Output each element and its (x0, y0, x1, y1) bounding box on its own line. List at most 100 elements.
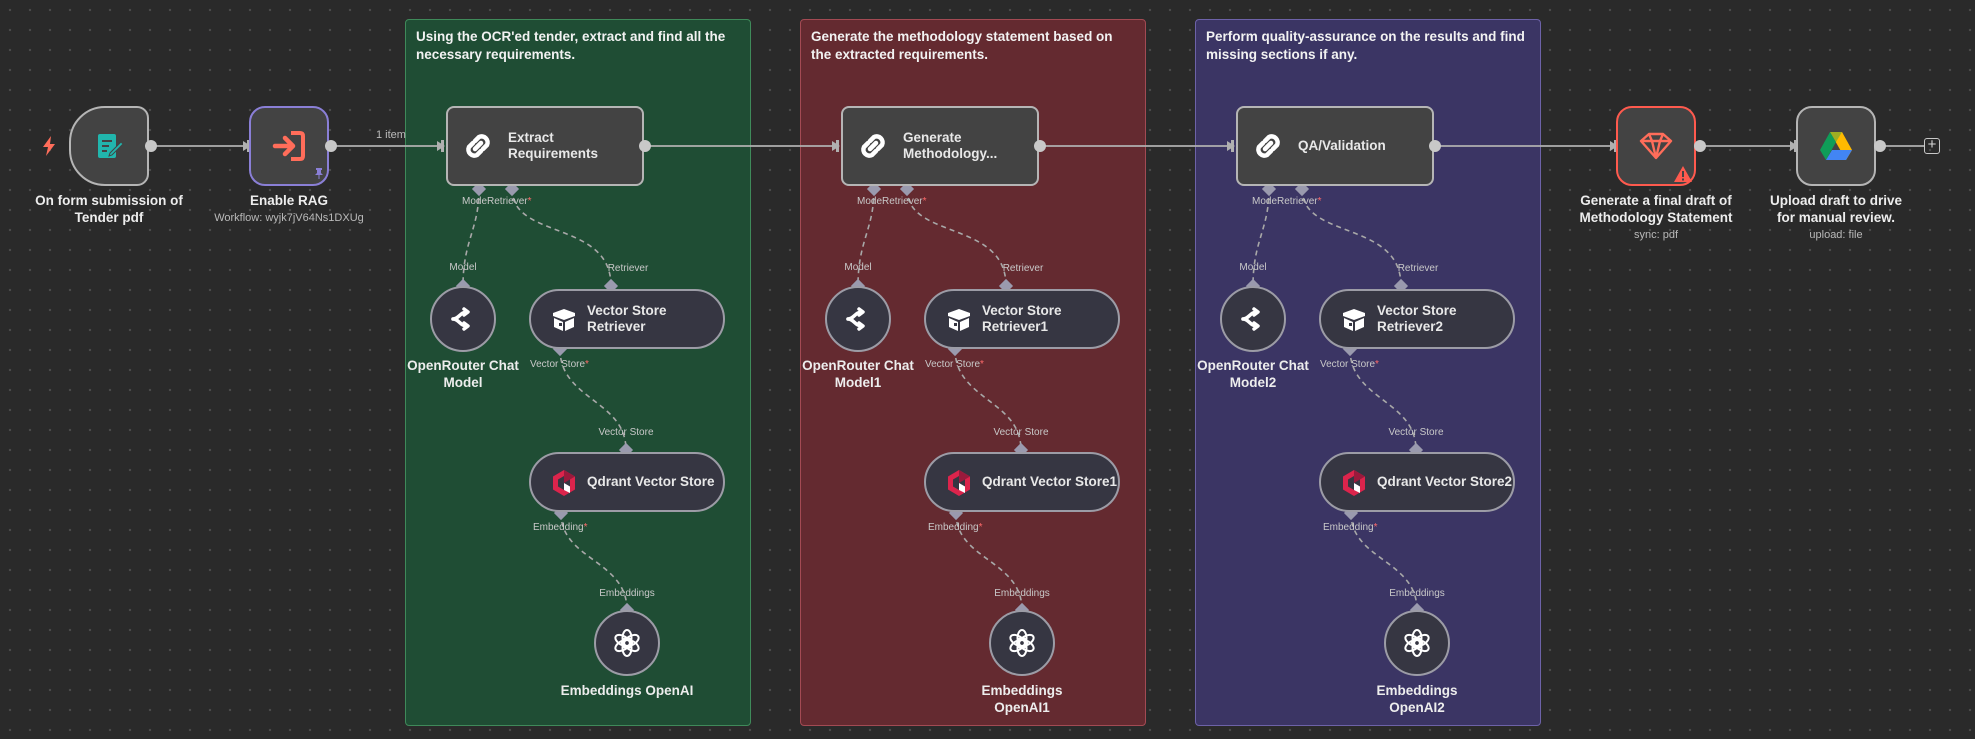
enable-rag-sublabel: Workflow: wyjk7jV64Ns1DXUg (214, 212, 364, 224)
group-qa-text: Perform quality-assurance on the results… (1206, 29, 1525, 62)
trigger-label: On form submission of Tender pdf (35, 193, 183, 225)
port-embedding: Embedding* (1323, 522, 1378, 533)
agent-qa-validation[interactable]: QA/Validation (1236, 106, 1434, 186)
qdrant-title: Qdrant Vector Store (587, 474, 715, 489)
port-model-retriever-text: ModeRetriever (1252, 196, 1318, 207)
required-mark: * (583, 522, 588, 533)
port-embedding-text: Embedding (533, 522, 584, 533)
port-embedding-text: Embedding (928, 522, 979, 533)
port-retriever: Retriever (607, 263, 649, 274)
retriever-title: Vector Store Retriever1 (982, 303, 1062, 334)
chat-model-node[interactable] (825, 286, 891, 352)
rag-output-handle[interactable] (325, 140, 337, 152)
link-chain-icon (1250, 128, 1286, 164)
openrouter-icon (1237, 303, 1269, 335)
pdf-tool-icon (1638, 128, 1674, 164)
warning-icon[interactable] (1674, 166, 1692, 182)
lightning-icon (43, 136, 55, 156)
final-draft-sublabel: sync: pdf (1633, 229, 1679, 241)
port-vector-store-in: Vector Store (993, 427, 1049, 438)
qdrant-icon (944, 468, 974, 498)
required-mark: * (527, 196, 532, 207)
openai-icon (1006, 627, 1038, 659)
pin-icon (312, 166, 326, 180)
port-vector-store: Vector Store* (1320, 359, 1379, 370)
required-mark: * (980, 359, 984, 370)
embeddings-label: Embeddings OpenAI1 (981, 683, 1063, 715)
box-icon (1339, 305, 1369, 335)
google-drive-icon (1818, 130, 1854, 162)
chat-model-node[interactable] (430, 286, 496, 352)
agent-title: QA/Validation (1298, 138, 1386, 153)
item-count-label: 1 item (376, 129, 406, 141)
embeddings-node[interactable] (989, 610, 1055, 676)
port-model-retriever: ModeRetriever* (857, 196, 927, 207)
upload-drive-node[interactable] (1796, 106, 1876, 186)
upload-sublabel: upload: file (1809, 229, 1863, 241)
qdrant-node[interactable]: Qdrant Vector Store2 (1319, 452, 1515, 512)
agent-extract-requirements[interactable]: Extract Requirements (446, 106, 644, 186)
sign-in-arrow-icon (271, 128, 307, 164)
retriever-title: Vector Store Retriever (587, 303, 667, 334)
required-mark: * (1373, 522, 1378, 533)
port-model: Model (844, 262, 872, 273)
agent-generate-methodology[interactable]: Generate Methodology... (841, 106, 1039, 186)
plus-icon: + (1927, 136, 1937, 153)
port-vector-store-in: Vector Store (598, 427, 654, 438)
port-retriever: Retriever (1002, 263, 1044, 274)
box-icon (944, 305, 974, 335)
port-retriever: Retriever (1397, 263, 1439, 274)
final-draft-output-handle[interactable] (1694, 140, 1706, 152)
port-vector-store-in: Vector Store (1388, 427, 1444, 438)
port-model-retriever-text: ModeRetriever (462, 196, 528, 207)
upload-output-handle[interactable] (1874, 140, 1886, 152)
agent2-output-handle[interactable] (1034, 140, 1046, 152)
qdrant-title: Qdrant Vector Store1 (982, 474, 1118, 489)
group-methodology-text: Generate the methodology statement based… (811, 29, 1113, 62)
final-draft-node[interactable] (1616, 106, 1696, 186)
retriever-node[interactable]: Vector Store Retriever (529, 289, 725, 349)
port-model-retriever: ModeRetriever* (462, 196, 532, 207)
link-chain-icon (855, 128, 891, 164)
port-vector-store-text: Vector Store (925, 359, 981, 370)
port-model-retriever-text: ModeRetriever (857, 196, 923, 207)
qdrant-icon (549, 468, 579, 498)
qdrant-node[interactable]: Qdrant Vector Store1 (924, 452, 1120, 512)
agent-title: Generate Methodology... (903, 130, 998, 161)
port-vector-store: Vector Store* (925, 359, 984, 370)
port-embeddings-in: Embeddings (599, 588, 655, 599)
chat-model-node[interactable] (1220, 286, 1286, 352)
required-mark: * (1375, 359, 1379, 370)
qdrant-icon (1339, 468, 1369, 498)
required-mark: * (978, 522, 983, 533)
openai-icon (1401, 627, 1433, 659)
agent-title: Extract Requirements (508, 130, 599, 161)
port-embedding: Embedding* (928, 522, 983, 533)
agent1-output-handle[interactable] (639, 140, 651, 152)
agent3-output-handle[interactable] (1429, 140, 1441, 152)
enable-rag-label: Enable RAG (249, 193, 328, 208)
port-embeddings-in: Embeddings (1389, 588, 1445, 599)
enable-rag-node[interactable] (249, 106, 329, 186)
port-model-retriever: ModeRetriever* (1252, 196, 1322, 207)
embeddings-node[interactable] (594, 610, 660, 676)
openai-icon (611, 627, 643, 659)
retriever-node[interactable]: Vector Store Retriever1 (924, 289, 1120, 349)
embeddings-label: Embeddings OpenAI2 (1376, 683, 1458, 715)
chat-model-label: OpenRouter Chat Model (407, 358, 519, 390)
qdrant-node[interactable]: Qdrant Vector Store (529, 452, 725, 512)
port-vector-store-text: Vector Store (1320, 359, 1376, 370)
port-vector-store-text: Vector Store (530, 359, 586, 370)
required-mark: * (922, 196, 927, 207)
form-trigger-node[interactable] (69, 106, 149, 186)
port-model: Model (449, 262, 477, 273)
required-mark: * (585, 359, 589, 370)
port-embedding-text: Embedding (1323, 522, 1374, 533)
embeddings-label: Embeddings OpenAI (560, 683, 694, 698)
trigger-output-handle[interactable] (145, 140, 157, 152)
embeddings-node[interactable] (1384, 610, 1450, 676)
required-mark: * (1317, 196, 1322, 207)
add-node-button[interactable]: + (1924, 136, 1940, 154)
final-draft-label: Generate a final draft of Methodology St… (1579, 193, 1733, 225)
retriever-node[interactable]: Vector Store Retriever2 (1319, 289, 1515, 349)
